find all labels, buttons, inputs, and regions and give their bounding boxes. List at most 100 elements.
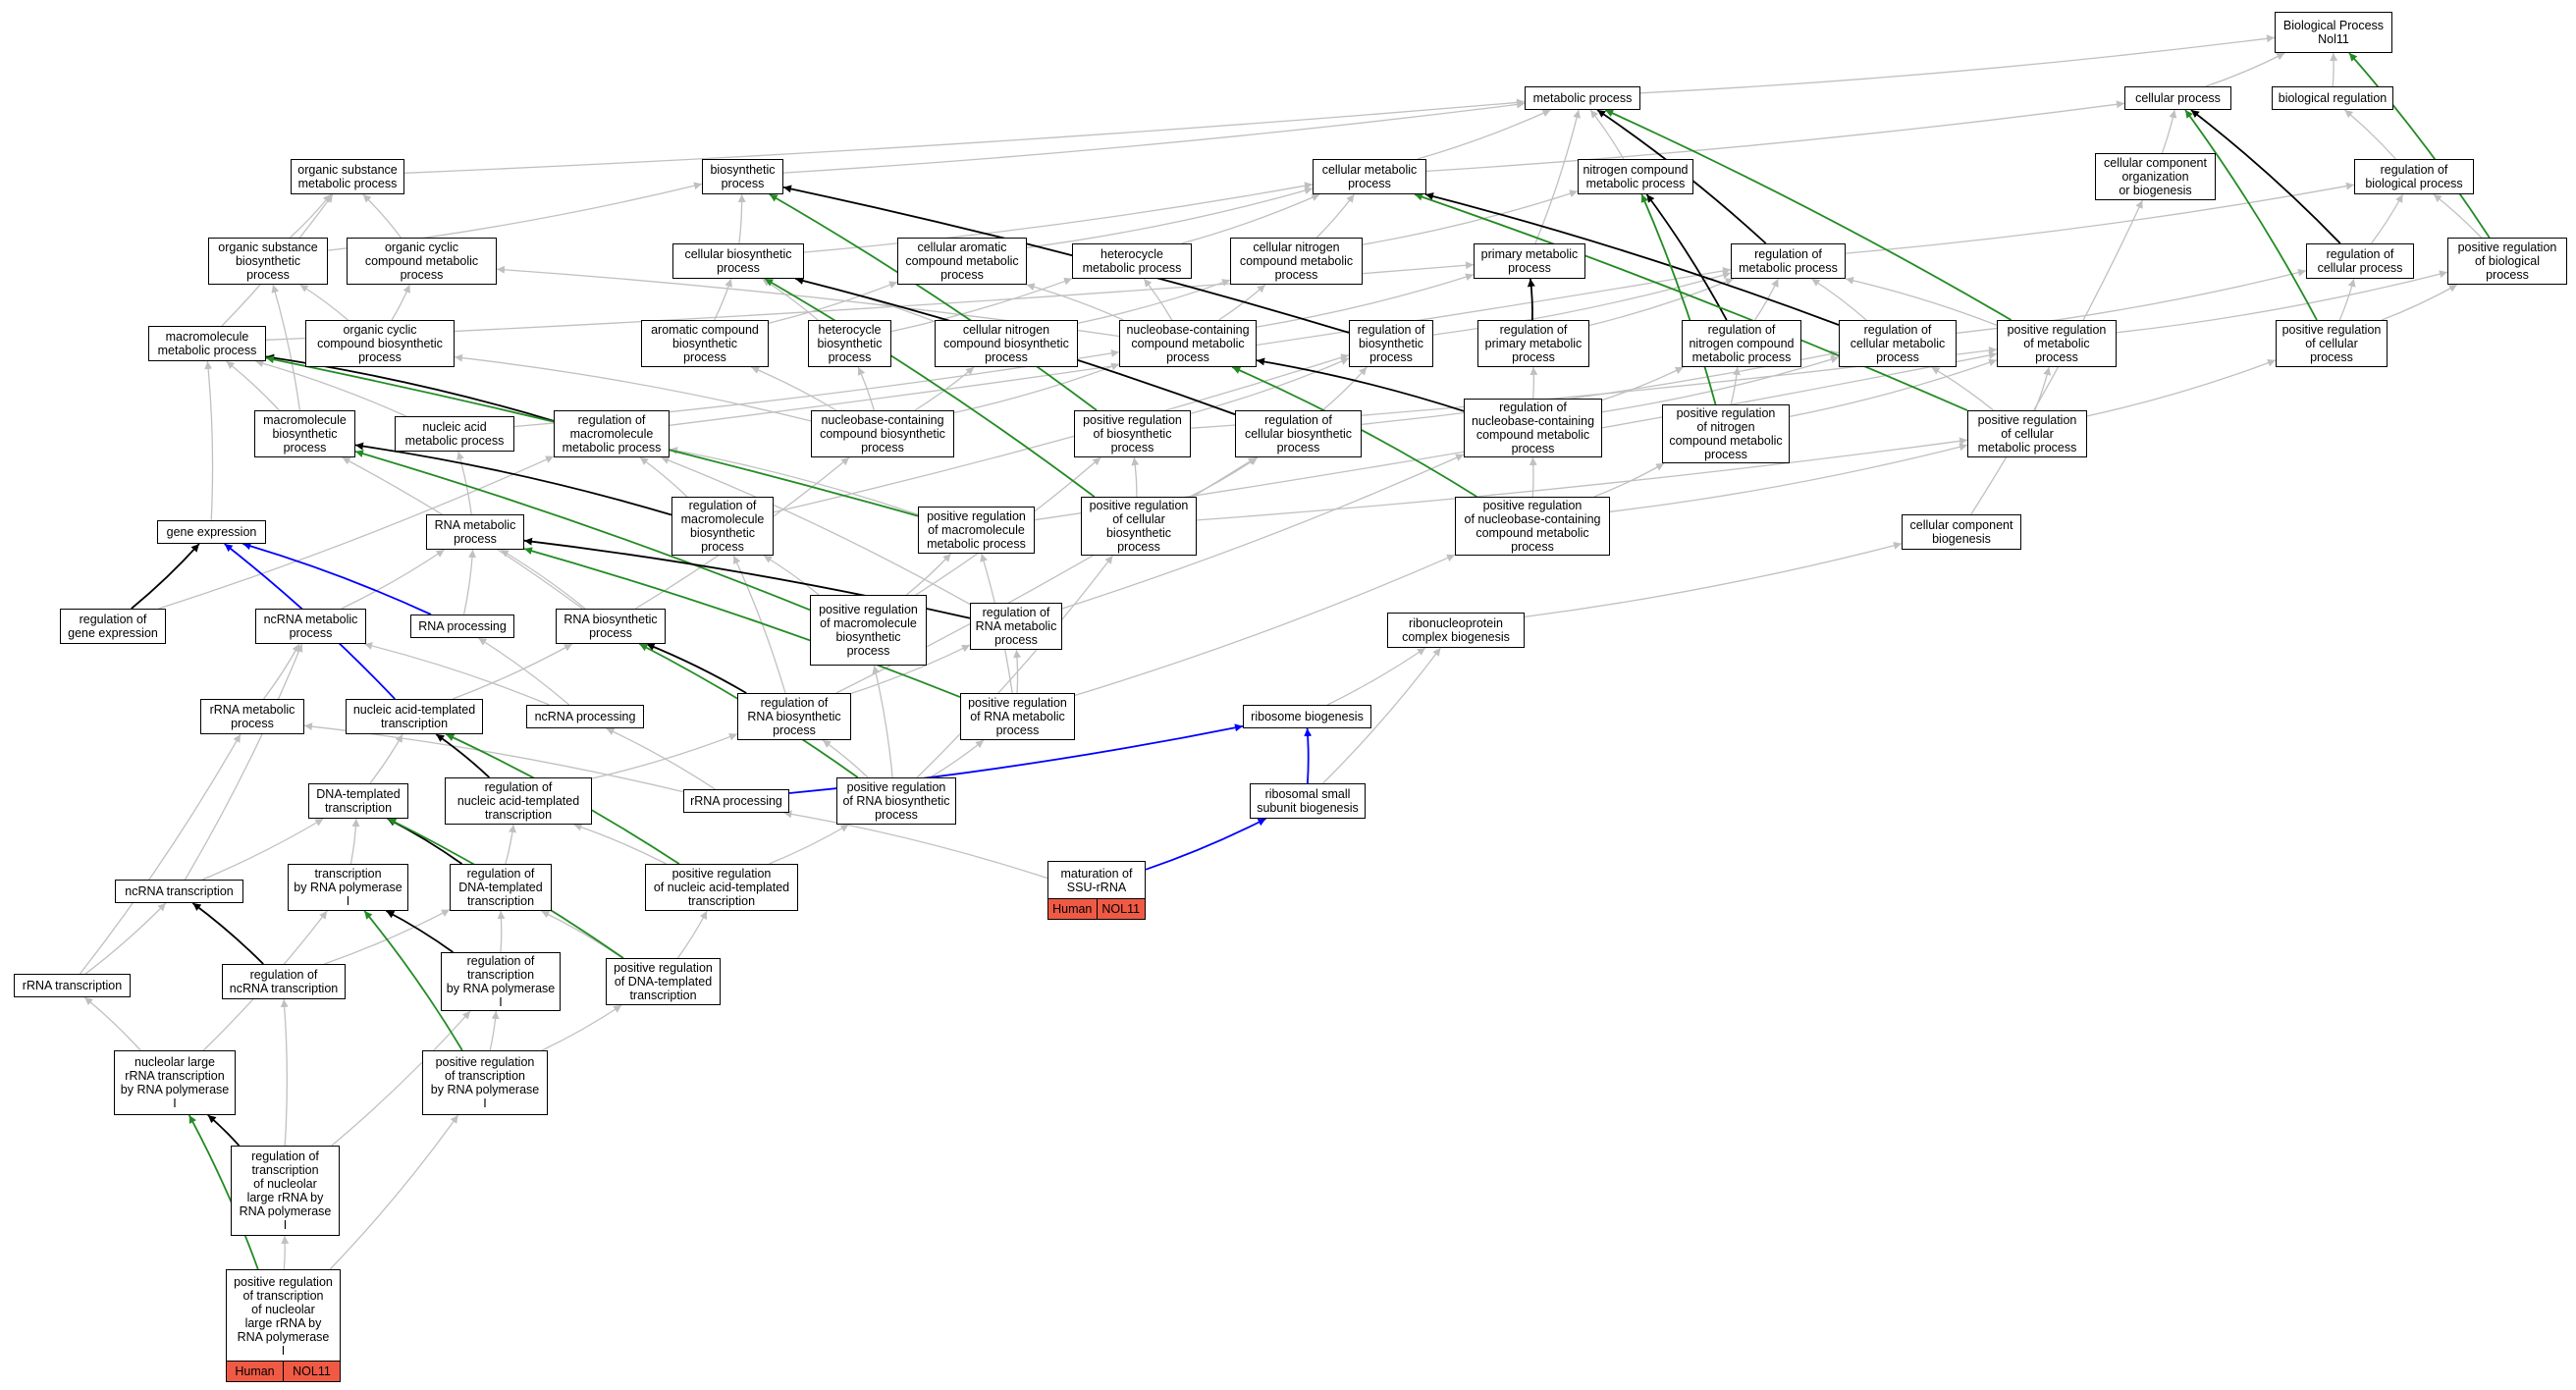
go-term-node[interactable]: RNA processing <box>410 615 514 638</box>
go-term-node[interactable]: regulation of transcription of nucleolar… <box>231 1146 340 1236</box>
gray-edge <box>1639 34 2276 94</box>
go-term-node[interactable]: organic substance biosynthetic process <box>208 238 328 285</box>
go-term-node[interactable]: regulation of biosynthetic process <box>1349 320 1433 367</box>
go-term-node[interactable]: regulation of DNA-templated transcriptio… <box>450 864 552 911</box>
go-term-node[interactable]: regulation of RNA metabolic process <box>970 603 1062 650</box>
go-term-node[interactable]: positive regulation of transcription of … <box>226 1269 341 1382</box>
go-term-node[interactable]: regulation of cellular metabolic process <box>1839 320 1957 367</box>
go-term-node[interactable]: metabolic process <box>1525 86 1640 110</box>
go-term-node[interactable]: regulation of macromolecule metabolic pr… <box>554 410 670 457</box>
go-term-node[interactable]: positive regulation of DNA-templated tra… <box>606 958 721 1005</box>
go-term-node[interactable]: RNA metabolic process <box>426 514 524 550</box>
go-term-node[interactable]: cellular process <box>2124 86 2231 110</box>
go-term-node[interactable]: gene expression <box>157 520 266 544</box>
go-term-label: regulation of cellular biosynthetic proc… <box>1244 413 1353 454</box>
go-term-node[interactable]: regulation of cellular biosynthetic proc… <box>1235 410 1362 457</box>
go-term-node[interactable]: regulation of biological process <box>2354 159 2474 194</box>
go-term-node[interactable]: DNA-templated transcription <box>308 783 408 819</box>
go-term-node[interactable]: ribonucleoprotein complex biogenesis <box>1387 613 1525 648</box>
go-term-node[interactable]: cellular biosynthetic process <box>672 243 804 279</box>
go-term-node[interactable]: regulation of nucleobase-containing comp… <box>1464 399 1602 457</box>
gray-edge <box>763 555 820 596</box>
go-term-node[interactable]: rRNA processing <box>683 789 789 813</box>
go-term-node[interactable]: positive regulation of cellular metaboli… <box>1967 410 2087 457</box>
go-term-node[interactable]: positive regulation of metabolic process <box>1997 320 2117 367</box>
go-term-node[interactable]: cellular metabolic process <box>1313 159 1426 194</box>
gray-edge <box>324 909 451 965</box>
go-term-node[interactable]: ncRNA transcription <box>115 880 243 903</box>
gray-edge <box>2370 193 2404 244</box>
green-edge <box>188 1114 259 1270</box>
go-term-node[interactable]: ribosome biogenesis <box>1243 705 1371 728</box>
go-term-node[interactable]: transcription by RNA polymerase I <box>288 864 408 911</box>
go-term-node[interactable]: positive regulation of RNA biosynthetic … <box>836 777 956 825</box>
go-term-node[interactable]: positive regulation of nucleobase-contai… <box>1455 497 1610 556</box>
go-term-node[interactable]: regulation of metabolic process <box>1731 243 1846 279</box>
gray-edge <box>226 360 280 411</box>
go-term-node[interactable]: heterocycle biosynthetic process <box>808 320 891 367</box>
go-term-node[interactable]: nucleic acid metabolic process <box>395 416 514 452</box>
go-term-node[interactable]: biosynthetic process <box>702 159 783 194</box>
go-term-node[interactable]: positive regulation of biosynthetic proc… <box>1074 410 1191 457</box>
go-term-node[interactable]: heterocycle metabolic process <box>1072 243 1192 279</box>
go-term-node[interactable]: nucleobase-containing compound metabolic… <box>1119 320 1257 367</box>
go-term-node[interactable]: positive regulation of biological proces… <box>2447 238 2567 285</box>
go-term-node[interactable]: cellular component biogenesis <box>1902 514 2021 550</box>
go-term-node[interactable]: regulation of nucleic acid-templated tra… <box>445 777 592 825</box>
green-edge <box>1640 193 1717 405</box>
go-term-node[interactable]: organic cyclic compound metabolic proces… <box>347 238 497 285</box>
go-term-node[interactable]: organic substance metabolic process <box>291 159 404 194</box>
go-term-node[interactable]: cellular nitrogen compound biosynthetic … <box>935 320 1078 367</box>
gray-edge <box>2330 52 2338 87</box>
go-term-node[interactable]: rRNA transcription <box>14 974 131 997</box>
go-term-label: biosynthetic process <box>710 163 776 190</box>
go-term-node[interactable]: biological regulation <box>2272 86 2393 110</box>
go-term-node[interactable]: nucleolar large rRNA transcription by RN… <box>114 1050 236 1115</box>
gray-edge <box>184 643 303 881</box>
go-term-node[interactable]: primary metabolic process <box>1474 243 1585 279</box>
go-term-node[interactable]: RNA biosynthetic process <box>556 609 666 644</box>
go-term-node[interactable]: nucleic acid-templated transcription <box>346 699 483 734</box>
go-term-node[interactable]: positive regulation of transcription by … <box>422 1050 548 1115</box>
go-term-node[interactable]: regulation of nitrogen compound metaboli… <box>1682 320 1801 367</box>
go-term-node[interactable]: regulation of ncRNA transcription <box>222 964 346 999</box>
go-term-label: positive regulation of transcription of … <box>234 1275 333 1358</box>
gray-edge <box>661 456 971 606</box>
go-term-node[interactable]: regulation of RNA biosynthetic process <box>737 693 851 740</box>
go-term-node[interactable]: positive regulation of nitrogen compound… <box>1662 404 1790 463</box>
go-term-node[interactable]: regulation of transcription by RNA polym… <box>441 952 561 1011</box>
gray-edge <box>329 1114 459 1270</box>
go-term-node[interactable]: positive regulation of cellular biosynth… <box>1081 497 1197 556</box>
go-term-node[interactable]: rRNA metabolic process <box>200 699 304 734</box>
go-term-node[interactable]: nitrogen compound metabolic process <box>1578 159 1693 194</box>
go-term-node[interactable]: positive regulation of cellular process <box>2276 320 2388 367</box>
go-term-label: positive regulation of nitrogen compound… <box>1669 406 1783 461</box>
go-term-node[interactable]: ribosomal small subunit biogenesis <box>1250 783 1366 819</box>
go-term-node[interactable]: positive regulation of macromolecule bio… <box>810 595 927 666</box>
go-term-node[interactable]: cellular aromatic compound metabolic pro… <box>897 238 1027 285</box>
go-term-node[interactable]: cellular component organization or bioge… <box>2095 153 2216 200</box>
go-term-node[interactable]: Biological Process Nol11 <box>2275 12 2392 53</box>
go-term-node[interactable]: macromolecule biosynthetic process <box>254 410 355 457</box>
go-term-node[interactable]: cellular nitrogen compound metabolic pro… <box>1230 238 1363 285</box>
go-term-node[interactable]: regulation of macromolecule biosynthetic… <box>671 497 774 556</box>
go-term-node[interactable]: positive regulation of RNA metabolic pro… <box>960 693 1075 740</box>
go-term-label: organic substance metabolic process <box>297 163 398 190</box>
gray-edge <box>364 642 550 706</box>
go-term-node[interactable]: aromatic compound biosynthetic process <box>641 320 769 367</box>
go-term-node[interactable]: organic cyclic compound biosynthetic pro… <box>305 320 455 367</box>
go-term-node[interactable]: ncRNA metabolic process <box>255 609 366 644</box>
go-term-node[interactable]: regulation of gene expression <box>60 609 166 644</box>
go-term-label: cellular component organization or bioge… <box>2104 156 2207 197</box>
gray-edge <box>505 824 517 865</box>
go-term-node[interactable]: regulation of primary metabolic process <box>1477 320 1589 367</box>
go-term-node[interactable]: ncRNA processing <box>526 705 644 728</box>
go-term-node[interactable]: positive regulation of macromolecule met… <box>918 507 1035 554</box>
go-term-node[interactable]: regulation of cellular process <box>2306 243 2414 279</box>
go-term-node[interactable]: macromolecule metabolic process <box>148 326 266 361</box>
gray-edge <box>1588 278 1735 327</box>
go-term-node[interactable]: positive regulation of nucleic acid-temp… <box>645 864 798 911</box>
go-term-node[interactable]: nucleobase-containing compound biosynthe… <box>811 410 954 457</box>
